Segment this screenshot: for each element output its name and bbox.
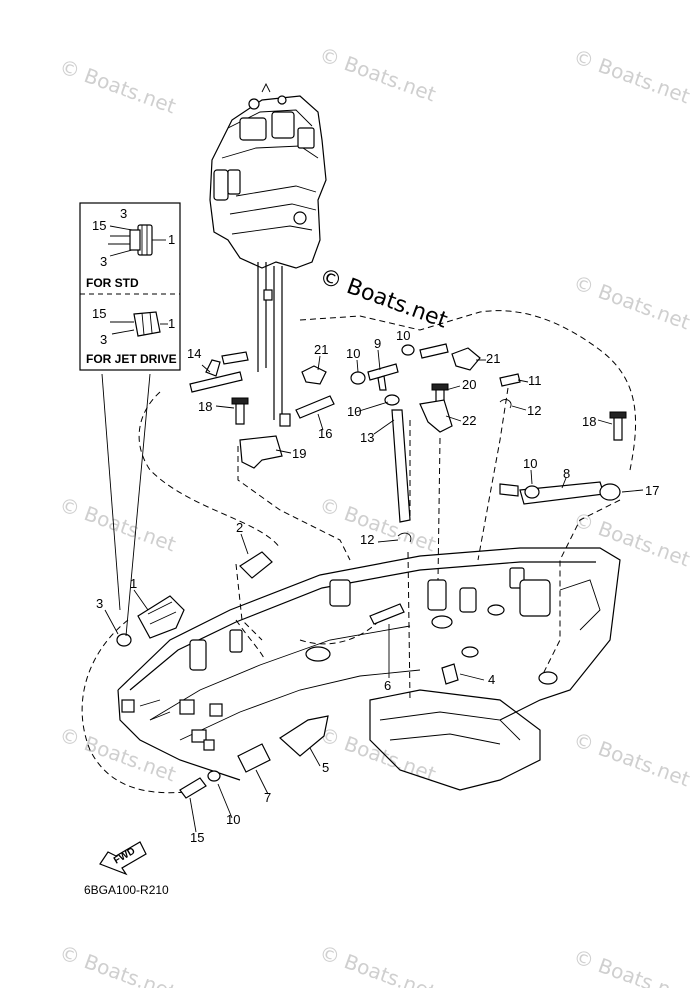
inset-jet-callout-3: 3 <box>100 332 107 347</box>
callout-10a: 10 <box>346 346 360 361</box>
watermark-dark: © Boats.net <box>316 264 451 334</box>
callout-14: 14 <box>187 346 201 361</box>
callout-19: 19 <box>292 446 306 461</box>
watermarks: © Boats.net © Boats.net © Boats.net © Bo… <box>56 42 693 988</box>
inset-std-callout-15: 15 <box>92 218 106 233</box>
fwd-arrow-icon: FWD <box>99 841 147 876</box>
callout-7: 7 <box>264 790 271 805</box>
watermark: © Boats.net <box>570 44 693 108</box>
callout-10e: 10 <box>226 812 240 827</box>
callout-13: 13 <box>360 430 374 445</box>
inset-std-label: FOR STD <box>86 276 139 290</box>
watermark: © Boats.net <box>570 727 693 791</box>
inset-std-callout-1: 1 <box>168 232 175 247</box>
watermark: © Boats.net <box>570 270 693 334</box>
inset-box: 3 15 3 1 FOR STD 15 3 1 FOR JET DRIVE <box>79 202 181 371</box>
callout-10b: 10 <box>396 328 410 343</box>
engine-assembly <box>209 82 327 427</box>
callout-9: 9 <box>374 336 381 351</box>
callout-20: 20 <box>462 377 476 392</box>
callout-12b: 12 <box>360 532 374 547</box>
callout-4: 4 <box>488 672 495 687</box>
watermark: © Boats.net <box>56 940 179 988</box>
inset-jet-callout-15: 15 <box>92 306 106 321</box>
callout-1: 1 <box>130 576 137 591</box>
callout-18b: 18 <box>582 414 596 429</box>
parts <box>116 343 627 799</box>
callout-labels: 14 21 10 9 10 21 11 18 16 10 13 20 22 12… <box>96 328 659 845</box>
watermark: © Boats.net <box>316 492 439 556</box>
inset-jet-callout-1: 1 <box>168 316 175 331</box>
callout-17: 17 <box>645 483 659 498</box>
callout-10d: 10 <box>523 456 537 471</box>
bottom-cowling <box>117 547 621 791</box>
watermark: © Boats.net <box>56 722 179 786</box>
watermark: © Boats.net <box>56 492 179 556</box>
watermark: © Boats.net <box>56 54 179 118</box>
callout-22: 22 <box>462 413 476 428</box>
callout-16: 16 <box>318 426 332 441</box>
watermark: © Boats.net <box>316 42 439 106</box>
diagram-code: 6BGA100-R210 <box>84 883 169 897</box>
watermark: © Boats.net <box>316 940 439 988</box>
callout-6: 6 <box>384 678 391 693</box>
callout-21b: 21 <box>486 351 500 366</box>
callout-15: 15 <box>190 830 204 845</box>
inset-std-callout-3b: 3 <box>100 254 107 269</box>
callout-8: 8 <box>563 466 570 481</box>
watermark: © Boats.net <box>570 944 693 988</box>
callout-12a: 12 <box>527 403 541 418</box>
leader-lines <box>101 349 644 833</box>
callout-3: 3 <box>96 596 103 611</box>
callout-21a: 21 <box>314 342 328 357</box>
callout-5: 5 <box>322 760 329 775</box>
callout-10c: 10 <box>347 404 361 419</box>
inset-jet-label: FOR JET DRIVE <box>86 352 177 366</box>
inset-std-callout-3a: 3 <box>120 206 127 221</box>
callout-2: 2 <box>236 520 243 535</box>
callout-11: 11 <box>528 373 542 388</box>
callout-18a: 18 <box>198 399 212 414</box>
